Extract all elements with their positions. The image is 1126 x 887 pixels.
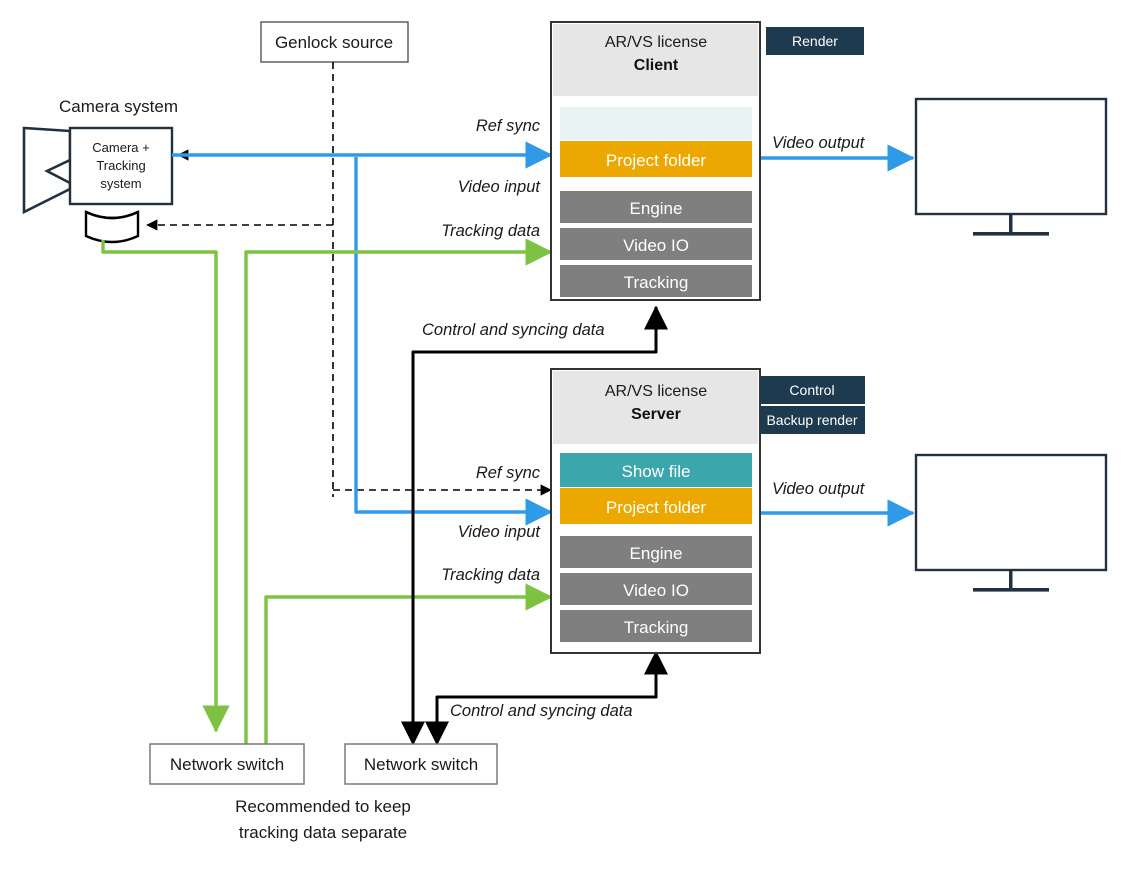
- tracking-data-server-line: [264, 583, 553, 744]
- monitor-server-screen: [914, 453, 1108, 572]
- server-row-tracking[interactable]: [560, 610, 752, 642]
- camera-lens-icon: [22, 126, 71, 215]
- client-row-label-1: Project folder: [606, 151, 706, 170]
- client-row-label-4: Tracking: [624, 273, 689, 292]
- client-badge-render[interactable]: [766, 27, 864, 55]
- label-ref-sync-server: Ref sync: [476, 464, 541, 482]
- client-row-video-io[interactable]: [560, 228, 752, 260]
- client-row-showfile-placeholder[interactable]: [560, 107, 752, 140]
- label-video-input-server: Video input: [458, 523, 542, 541]
- server-badge-backup-render-label: Backup render: [766, 412, 857, 428]
- client-panel-header: [553, 24, 758, 96]
- client-row-tracking[interactable]: [560, 265, 752, 297]
- client-row-label-2: Engine: [630, 199, 683, 218]
- tracking-sensor-icon: [84, 210, 140, 244]
- server-role-label: Server: [631, 406, 681, 423]
- network-switch-right-label: Network switch: [364, 755, 478, 774]
- monitor-server-base: [973, 588, 1049, 592]
- server-row-project-folder[interactable]: [560, 488, 752, 524]
- server-row-label-0: Show file: [622, 462, 691, 481]
- client-row-project-folder[interactable]: [560, 141, 752, 177]
- monitor-client-screen: [914, 97, 1108, 216]
- server-row-engine[interactable]: [560, 536, 752, 568]
- monitor-client-neck: [1009, 214, 1013, 234]
- server-license-label: AR/VS license: [605, 383, 707, 400]
- footnote-line-2: tracking data separate: [239, 823, 407, 842]
- server-row-label-4: Tracking: [624, 618, 689, 637]
- client-row-label-3: Video IO: [623, 236, 689, 255]
- server-row-video-io[interactable]: [560, 573, 752, 605]
- server-panel-header: [553, 371, 758, 444]
- footnote-line-1: Recommended to keep: [235, 797, 411, 816]
- label-control-sync-top: Control and syncing data: [422, 321, 605, 339]
- label-video-output-server: Video output: [772, 480, 866, 498]
- server-row-label-2: Engine: [630, 544, 683, 563]
- genlock-source-box: [260, 21, 409, 63]
- label-ref-sync-client: Ref sync: [476, 117, 541, 135]
- monitor-client-base: [973, 232, 1049, 236]
- network-switch-right-box: [344, 743, 498, 785]
- label-video-output-client: Video output: [772, 134, 866, 152]
- tracking-data-client-line: [244, 238, 553, 744]
- server-row-label-1: Project folder: [606, 498, 706, 517]
- camera-system-title: Camera system: [59, 97, 178, 116]
- network-switch-left-box: [149, 743, 305, 785]
- camera-body-line-2: Tracking: [96, 158, 145, 173]
- client-row-engine[interactable]: [560, 191, 752, 223]
- client-badge-render-label: Render: [792, 33, 838, 49]
- label-video-input-client: Video input: [458, 178, 542, 196]
- server-badge-backup-render[interactable]: [760, 406, 865, 434]
- tracking-to-switch-line: [101, 240, 230, 733]
- server-badge-control[interactable]: [760, 376, 865, 404]
- label-tracking-data-server: Tracking data: [441, 566, 540, 584]
- tracking-sensor-top-arc: [85, 210, 139, 220]
- client-role-label: Client: [634, 57, 679, 74]
- video-input-server-line: [354, 157, 553, 526]
- server-row-label-3: Video IO: [623, 581, 689, 600]
- server-row-show-file[interactable]: [560, 453, 752, 487]
- control-sync-server-up-line: [437, 650, 668, 699]
- camera-body-box: [68, 126, 174, 206]
- server-badge-control-label: Control: [789, 382, 834, 398]
- label-control-sync-bottom: Control and syncing data: [450, 702, 633, 720]
- network-switch-left-label: Network switch: [170, 755, 284, 774]
- label-tracking-data-client: Tracking data: [441, 222, 540, 240]
- client-license-label: AR/VS license: [605, 34, 707, 51]
- genlock-source-label: Genlock source: [275, 33, 393, 52]
- camera-body-line-3: system: [100, 176, 141, 191]
- monitor-server-neck: [1009, 570, 1013, 590]
- camera-body-line-1: Camera +: [92, 140, 149, 155]
